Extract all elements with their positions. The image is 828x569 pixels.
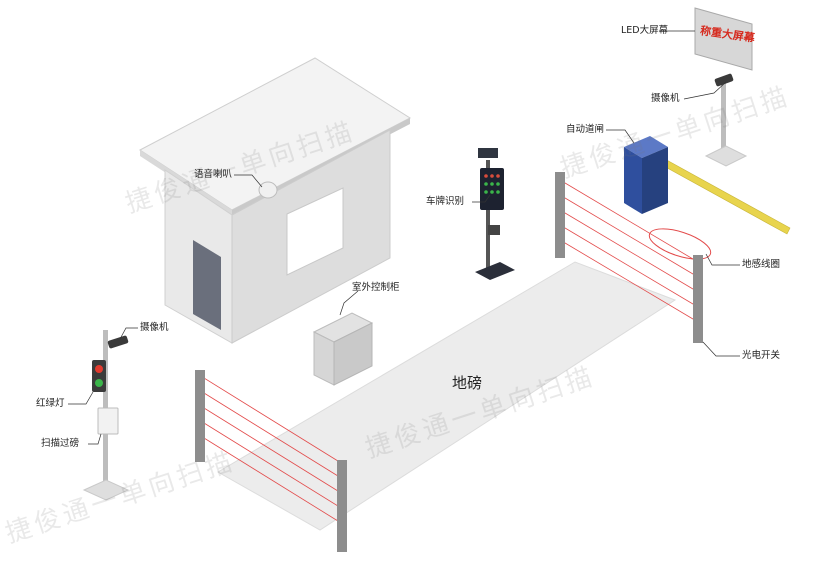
camera-left-device [107,335,129,349]
label-traffic-light: 红绿灯 [36,398,65,409]
label-voice-speaker: 语音喇叭 [194,169,233,180]
booth-door [193,240,221,330]
weighbridge-platform [217,261,677,531]
label-plate-recognition: 车牌识别 [426,196,465,207]
camera-right-device [714,73,734,87]
guard-booth [139,57,412,344]
led-screen [694,7,753,71]
leader-lines [68,30,740,445]
left-signal-pole [82,330,130,501]
label-camera-right: 摄像机 [651,93,680,104]
front-photo-switch [195,370,347,552]
label-outdoor-cabinet: 室外控制柜 [352,282,400,293]
label-camera-left: 摄像机 [140,322,169,333]
plate-recognition-post [475,148,515,280]
booth-window [286,187,344,276]
voice-speaker-device [258,181,278,199]
label-scan-weigh: 扫描过磅 [41,438,80,449]
label-loop-detector: 地感线圈 [742,259,781,270]
scanner-device [97,407,119,435]
label-weighbridge: 地磅 [452,374,483,392]
loop-detector-coil [648,228,712,260]
label-photo-switch: 光电开关 [742,350,781,361]
rear-photo-switch [555,172,703,343]
led-screen-pole [694,7,753,167]
outdoor-cabinet [312,312,374,386]
auto-barrier [624,136,791,235]
traffic-light-device [92,360,106,392]
label-led-screen: LED大屏幕 [621,25,669,36]
label-auto-barrier: 自动道闸 [566,124,605,135]
